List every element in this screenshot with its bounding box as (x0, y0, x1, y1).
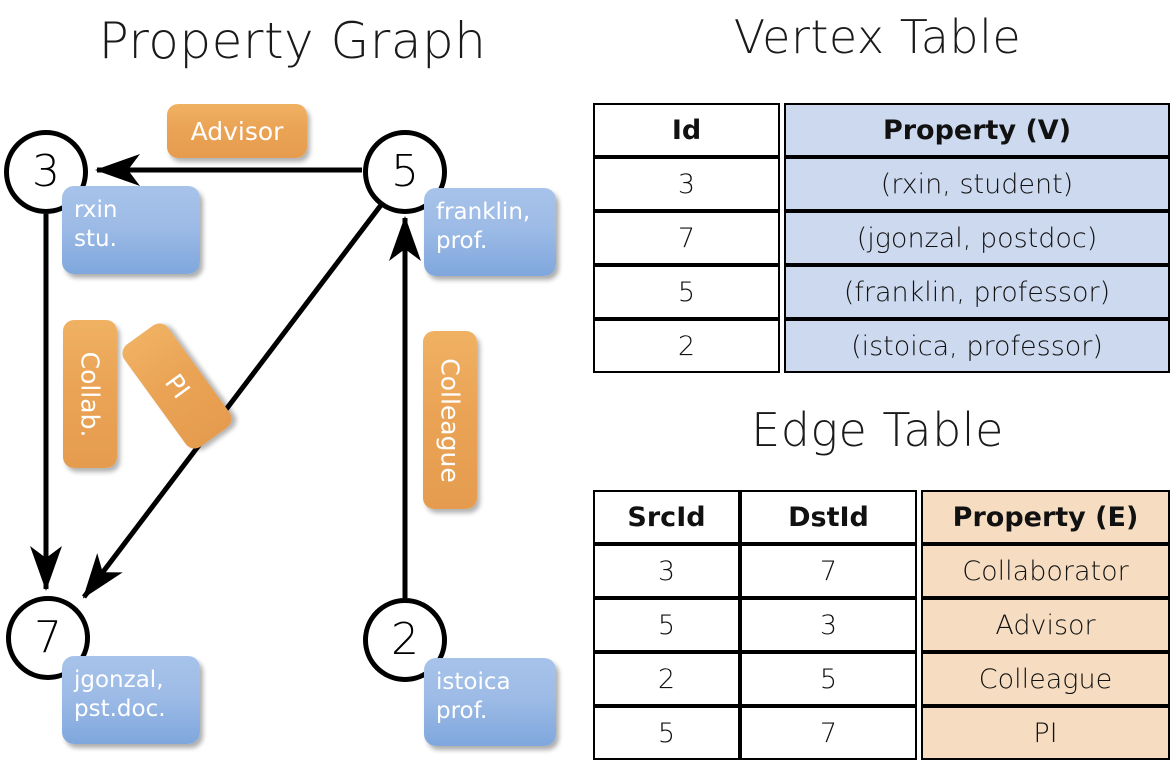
edge-row-3-property: PI (921, 706, 1170, 760)
property-graph-diagram: 3 5 7 2 rxin stu. franklin, prof. jgonza… (4, 104, 556, 746)
vertex-row-3-property: (istoica, professor) (784, 319, 1170, 373)
vertex-table-header-row: Id Property (V) (593, 103, 1170, 157)
vertex-row-1-id: 7 (593, 211, 780, 265)
page-title-property-graph: Property Graph (98, 12, 487, 70)
edge-label-collab-text: Collab. (75, 351, 105, 437)
graph-node-5-label: 5 (391, 146, 419, 197)
table-row[interactable]: 3 (rxin, student) (593, 157, 1170, 211)
edge-label-collab: Collab. (63, 320, 117, 468)
table-row[interactable]: 3 7 Collaborator (593, 544, 1170, 598)
vertex-row-3-id: 2 (593, 319, 780, 373)
vertex-table-header-property: Property (V) (784, 103, 1170, 157)
edge-row-2-src: 2 (593, 652, 740, 706)
vertex-property-3-line-1: rxin (74, 197, 118, 223)
edge-label-advisor: Advisor (167, 104, 307, 158)
edge-table-header-row: SrcId DstId Property (E) (593, 490, 1170, 544)
edge-table-header-dstid: DstId (740, 490, 917, 544)
table-row[interactable]: 7 (jgonzal, postdoc) (593, 211, 1170, 265)
edge-arrow-5-to-7 (82, 203, 383, 599)
edge-label-colleague-text: Colleague (435, 357, 465, 483)
table-row[interactable]: 5 7 PI (593, 706, 1170, 760)
graph-edge-arrows (30, 154, 421, 599)
graph-node-3-label: 3 (32, 146, 60, 197)
vertex-property-box-3: rxin stu. (62, 186, 200, 274)
vertex-property-5-line-1: franklin, (436, 199, 531, 225)
vertex-property-3-line-2: stu. (74, 226, 117, 253)
vertex-property-box-2: istoica prof. (424, 658, 556, 746)
graph-node-2-label: 2 (391, 614, 419, 665)
graph-node-2[interactable]: 2 (363, 598, 447, 682)
table-row[interactable]: 2 (istoica, professor) (593, 319, 1170, 373)
edge-row-0-property: Collaborator (921, 544, 1170, 598)
table-row[interactable]: 5 3 Advisor (593, 598, 1170, 652)
vertex-property-7-line-2: pst.doc. (74, 696, 166, 723)
vertex-table: Id Property (V) 3 (rxin, student) 7 (jgo… (593, 103, 1170, 373)
edge-row-1-dst: 3 (740, 598, 917, 652)
vertex-property-7-line-1: jgonzal, (74, 667, 164, 693)
edge-table-header-property: Property (E) (921, 490, 1170, 544)
vertex-property-box-5: franklin, prof. (424, 188, 556, 276)
edge-label-colleague: Colleague (423, 331, 477, 509)
graph-node-5[interactable]: 5 (363, 130, 447, 214)
edge-table: SrcId DstId Property (E) 3 7 Collaborato… (593, 490, 1170, 760)
vertex-property-box-7: jgonzal, pst.doc. (62, 656, 200, 744)
edge-row-0-src: 3 (593, 544, 740, 598)
edge-label-advisor-text: Advisor (190, 116, 284, 146)
edge-row-0-dst: 7 (740, 544, 917, 598)
edge-row-3-src: 5 (593, 706, 740, 760)
vertex-row-0-id: 3 (593, 157, 780, 211)
vertex-property-2-line-1: istoica (436, 669, 511, 695)
table-row[interactable]: 5 (franklin, professor) (593, 265, 1170, 319)
vertex-table-header-id: Id (593, 103, 780, 157)
edge-row-3-dst: 7 (740, 706, 917, 760)
page-title-edge-table: Edge Table (751, 403, 1004, 457)
vertex-row-1-property: (jgonzal, postdoc) (784, 211, 1170, 265)
graph-node-7-label: 7 (34, 612, 62, 663)
vertex-row-0-property: (rxin, student) (784, 157, 1170, 211)
edge-row-2-property: Colleague (921, 652, 1170, 706)
edge-row-1-src: 5 (593, 598, 740, 652)
vertex-property-2-line-2: prof. (436, 698, 488, 725)
vertex-row-2-property: (franklin, professor) (784, 265, 1170, 319)
vertex-property-5-line-2: prof. (436, 228, 488, 255)
edge-row-1-property: Advisor (921, 598, 1170, 652)
edge-table-header-srcid: SrcId (593, 490, 740, 544)
page-title-vertex-table: Vertex Table (733, 10, 1022, 64)
edge-row-2-dst: 5 (740, 652, 917, 706)
table-row[interactable]: 2 5 Colleague (593, 652, 1170, 706)
vertex-row-2-id: 5 (593, 265, 780, 319)
edge-label-pi-text: PI (158, 368, 196, 404)
